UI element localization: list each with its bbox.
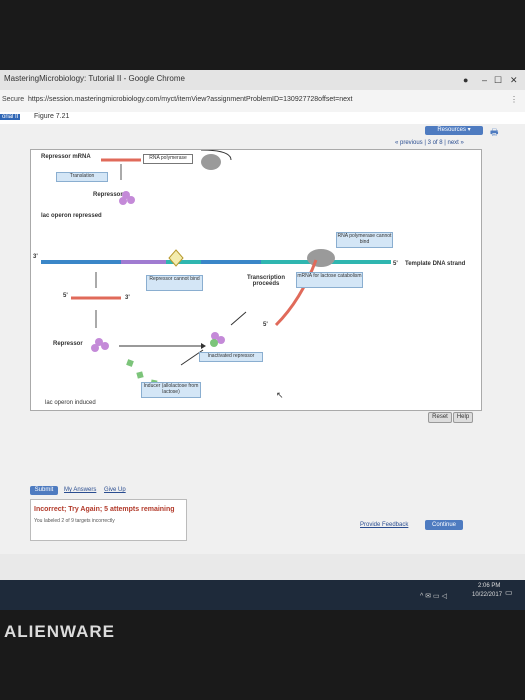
pagination-nav[interactable]: « previous | 3 of 8 | next » (395, 140, 464, 146)
close-button[interactable]: ✕ (510, 75, 518, 85)
label-repressor-bottom: Repressor (53, 341, 83, 347)
rna-polymerase-dna-shape (307, 249, 335, 267)
give-up-link[interactable]: Give Up (104, 487, 126, 493)
minimize-button[interactable]: – (482, 75, 488, 85)
feedback-box: Incorrect; Try Again; 5 attempts remaini… (30, 499, 187, 541)
maximize-button[interactable]: ☐ (494, 75, 503, 85)
profile-icon[interactable]: ● (463, 75, 469, 85)
label-5prime-lower: 5' (263, 322, 268, 328)
menu-dots-icon[interactable]: ⋮ (510, 95, 518, 104)
arrow-up-inactivated (230, 311, 247, 326)
label-repressor-cannot-bind[interactable]: Repressor cannot bind (146, 275, 203, 291)
label-translation[interactable]: Translation (56, 172, 108, 182)
print-icon[interactable]: 🖶 (490, 127, 499, 137)
label-mrna-lactose[interactable]: mRNA for lactose catabolism (296, 272, 363, 288)
system-tray-icons[interactable]: ^ ✉ ▭ ◁ (420, 593, 447, 600)
inducer-shape-a (126, 359, 134, 367)
notification-icon[interactable]: ▭ (505, 588, 513, 597)
label-5prime-right: 5' (393, 261, 398, 267)
dna-loop (200, 150, 232, 161)
os-taskbar: ^ ✉ ▭ ◁ 2:06 PM 10/22/2017 ▭ (0, 580, 525, 610)
submit-button[interactable]: Submit (30, 486, 58, 495)
inactivated-repressor-shape-a (211, 332, 219, 340)
inducer-shape-b (136, 371, 144, 379)
label-inactivated-repressor[interactable]: Inactivated repressor (199, 352, 263, 362)
window-title: MasteringMicrobiology: Tutorial II - Goo… (4, 74, 185, 83)
rna-polymerase-top-shape (201, 154, 221, 170)
label-lac-repressed: lac operon repressed (41, 213, 102, 219)
repressor-top-shape-b (127, 196, 135, 204)
feedback-detail: You labeled 2 of 9 targets incorrectly (34, 518, 115, 524)
label-5prime-left: 5' (63, 293, 68, 299)
label-3prime-top: 3' (33, 254, 38, 260)
my-answers-link[interactable]: My Answers (64, 487, 97, 493)
label-rnap-cannot-bind[interactable]: RNA polymerase cannot bind (336, 232, 393, 248)
arrow-head-right (201, 343, 206, 349)
repressor-top-shape-c (119, 197, 127, 205)
mrna-transcript (274, 259, 318, 327)
taskbar-time: 2:06 PM (478, 583, 501, 589)
taskbar-date: 10/22/2017 (472, 592, 503, 598)
help-button[interactable]: Help (453, 412, 473, 423)
diagram-panel: Repressor mRNA RNA polymerase Translatio… (30, 149, 482, 411)
monitor-brand-logo: ALIENWARE (4, 622, 115, 641)
page-content: Resources ▾ 🖶 « previous | 3 of 8 | next… (0, 124, 525, 554)
secure-label: Secure (2, 96, 25, 103)
inactivated-repressor-shape-b (217, 336, 225, 344)
label-transcription-proceeds: Transcription proceeds (246, 275, 285, 287)
resources-dropdown[interactable]: Resources ▾ (425, 126, 483, 135)
repressor-bottom-shape-c (91, 344, 99, 352)
address-bar: Secure https://session.masteringmicrobio… (0, 90, 525, 113)
window-titlebar: MasteringMicrobiology: Tutorial II - Goo… (0, 70, 525, 91)
label-3prime-mid: 3' (125, 295, 130, 301)
label-repressor-mrna: Repressor mRNA (41, 154, 91, 160)
reset-button[interactable]: Reset (428, 412, 452, 423)
label-rna-polymerase[interactable]: RNA polymerase (143, 154, 193, 164)
mouse-cursor-icon: ↖ (276, 390, 284, 400)
repressor-bottom-shape-b (101, 342, 109, 350)
continue-button[interactable]: Continue (425, 520, 463, 530)
monitor-screen: MasteringMicrobiology: Tutorial II - Goo… (0, 70, 525, 610)
url-field[interactable]: https://session.masteringmicrobiology.co… (28, 96, 353, 103)
lac-operon-diagram (41, 150, 391, 387)
provide-feedback-link[interactable]: Provide Feedback (360, 522, 409, 528)
label-template-dna: Template DNA strand (405, 261, 466, 267)
bound-inducer-shape (210, 339, 218, 347)
inducer-on-dna (168, 249, 184, 267)
figure-label: Figure 7.21 (34, 113, 70, 120)
tutorial-tab[interactable]: orial II (0, 114, 21, 120)
label-repressor-top: Repressor (93, 192, 123, 198)
label-lac-induced: lac operon induced (45, 400, 96, 406)
feedback-title: Incorrect; Try Again; 5 attempts remaini… (34, 506, 175, 513)
repressor-top-shape-a (122, 191, 130, 199)
repressor-bottom-shape-a (95, 338, 103, 346)
label-inducer[interactable]: Inducer (allolactose from lactose) (141, 382, 201, 398)
